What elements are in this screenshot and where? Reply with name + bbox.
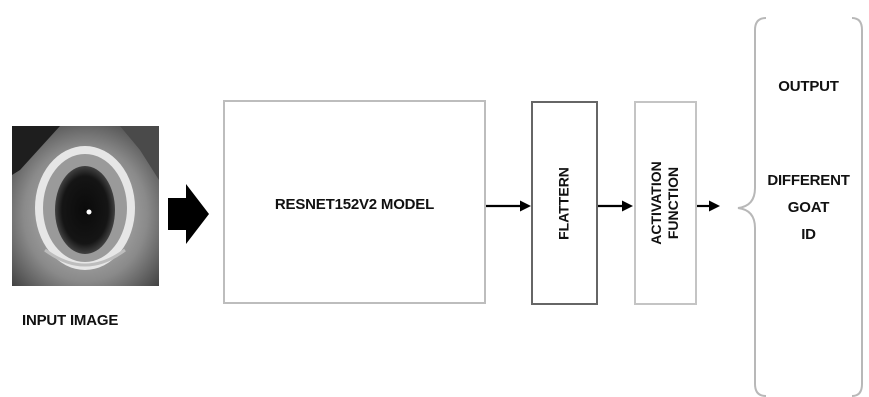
output-line3: ID — [801, 226, 816, 243]
resnet-model-box — [223, 100, 486, 304]
activation-function-label: ACTIVATION FUNCTION — [648, 153, 682, 253]
output-title: OUTPUT — [778, 78, 839, 95]
arrow-activation-to-output — [697, 200, 720, 212]
flatten-label: FLATTERN — [555, 167, 572, 240]
activation-function-box — [634, 101, 697, 305]
arrow-flatten-to-activation — [598, 200, 633, 212]
activation-line1: ACTIVATION — [648, 161, 664, 245]
input-eye-image — [12, 126, 159, 286]
activation-line2: FUNCTION — [665, 166, 681, 240]
flatten-box — [531, 101, 598, 305]
input-image-label: INPUT IMAGE — [22, 312, 119, 329]
output-line1: DIFFERENT — [767, 172, 850, 189]
output-brace — [737, 17, 863, 397]
arrow-model-to-flatten — [485, 200, 531, 212]
output-line2: GOAT — [787, 199, 830, 216]
input-arrow — [168, 184, 209, 244]
resnet-model-label: RESNET152V2 MODEL — [274, 196, 435, 213]
